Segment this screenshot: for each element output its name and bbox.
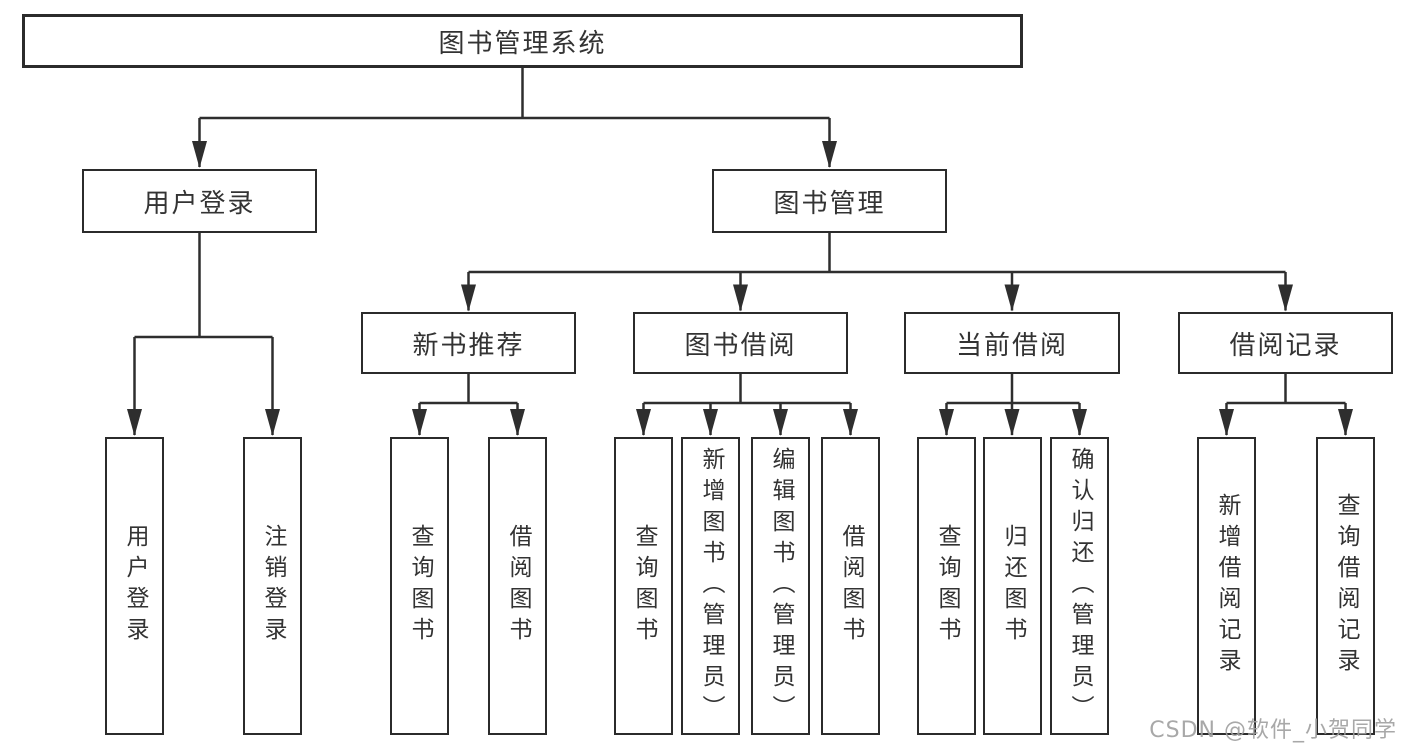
leaf-label: 查询借阅记录 [1333, 493, 1359, 679]
node-borrow-records: 借阅记录 [1178, 312, 1393, 374]
leaf-label: 借阅图书 [505, 524, 531, 648]
leaf-label: 查询图书 [934, 524, 960, 648]
leaf-query-books-2: 查询图书 [614, 437, 673, 735]
node-new-book-recommend: 新书推荐 [361, 312, 576, 374]
leaf-label: 新增借阅记录 [1214, 493, 1240, 679]
leaf-user-login: 用户登录 [105, 437, 164, 735]
leaf-add-book-admin: 新增图书（管理员） [681, 437, 740, 735]
leaf-label: 注销登录 [260, 524, 286, 648]
node-book-management: 图书管理 [712, 169, 947, 233]
leaf-borrow-books-2: 借阅图书 [821, 437, 880, 735]
node-library-management-system: 图书管理系统 [22, 14, 1023, 68]
leaf-return-books: 归还图书 [983, 437, 1042, 735]
leaf-logout: 注销登录 [243, 437, 302, 735]
leaf-label: 用户登录 [122, 524, 148, 648]
node-user-login: 用户登录 [82, 169, 317, 233]
leaf-label: 编辑图书（管理员） [768, 446, 794, 726]
leaf-query-borrow-record: 查询借阅记录 [1316, 437, 1375, 735]
leaf-confirm-return-admin: 确认归还（管理员） [1050, 437, 1109, 735]
leaf-query-books-1: 查询图书 [390, 437, 449, 735]
node-book-borrow: 图书借阅 [633, 312, 848, 374]
leaf-label: 借阅图书 [838, 524, 864, 648]
leaf-label: 查询图书 [407, 524, 433, 648]
leaf-add-borrow-record: 新增借阅记录 [1197, 437, 1256, 735]
leaf-label: 查询图书 [631, 524, 657, 648]
csdn-watermark: CSDN @软件_小贺同学 [1149, 718, 1397, 743]
node-current-borrow: 当前借阅 [904, 312, 1120, 374]
leaf-borrow-books-1: 借阅图书 [488, 437, 547, 735]
leaf-label: 确认归还（管理员） [1067, 446, 1093, 726]
leaf-edit-book-admin: 编辑图书（管理员） [751, 437, 810, 735]
leaf-label: 新增图书（管理员） [698, 446, 724, 726]
leaf-query-books-3: 查询图书 [917, 437, 976, 735]
leaf-label: 归还图书 [1000, 524, 1026, 648]
